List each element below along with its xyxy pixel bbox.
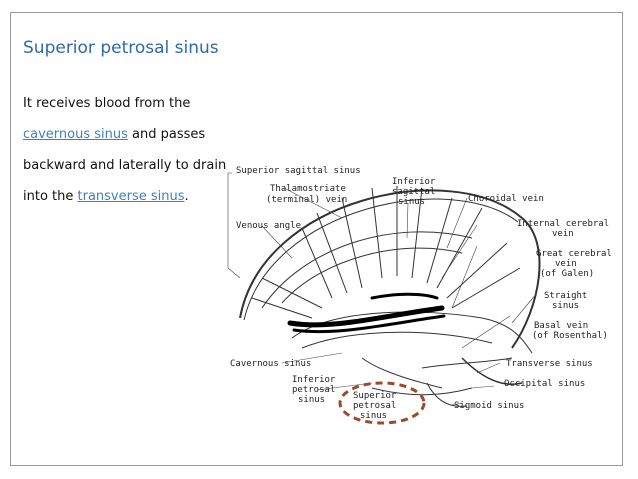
slide-frame <box>10 12 623 466</box>
cavernous-sinus-link[interactable]: cavernous sinus <box>23 127 128 142</box>
label-venous-angle: Venous angle <box>236 221 301 231</box>
label-inferior-sagittal: sinus <box>398 197 425 207</box>
label-superior-petrosal: sinus <box>360 411 387 421</box>
label-sigmoid-sinus: Sigmoid sinus <box>454 401 524 411</box>
label-occipital-sinus: Occipital sinus <box>504 379 585 389</box>
label-great-cerebral: Great cerebral <box>536 249 612 259</box>
label-inferior-sagittal: Inferior <box>392 177 436 187</box>
transverse-sinus-link[interactable]: transverse sinus <box>77 189 185 204</box>
label-straight-sinus: sinus <box>552 301 579 311</box>
body-text-part: and passes backward and laterally to dra… <box>23 127 227 204</box>
label-superior-sagittal-sinus: Superior sagittal sinus <box>236 166 361 176</box>
label-inferior-petrosal: Inferior <box>292 375 336 385</box>
label-internal-cerebral: vein <box>552 229 574 239</box>
label-great-cerebral: (of Galen) <box>540 269 594 279</box>
slide-title: Superior petrosal sinus <box>23 38 219 58</box>
superior-petrosal-highlight <box>338 381 426 425</box>
label-superior-petrosal: Superior <box>353 391 397 401</box>
slide-body-text: It receives blood from the cavernous sin… <box>23 88 233 212</box>
superior-sagittal-sinus-curve <box>239 189 541 349</box>
label-thalamostriate: Thalamostriate <box>270 184 346 194</box>
label-great-cerebral: vein <box>555 259 577 269</box>
body-text-part: . <box>184 189 189 204</box>
label-transverse-sinus: Transverse sinus <box>506 359 593 369</box>
dural-venous-sinus-diagram: Superior sagittal sinus Thalamostriate (… <box>227 166 612 425</box>
label-basal-vein: Basal vein <box>534 321 588 331</box>
label-choroidal-vein: Choroidal vein <box>468 194 544 204</box>
label-inferior-petrosal: petrosal <box>292 385 335 395</box>
label-inferior-sagittal: sagittal <box>392 187 435 197</box>
label-internal-cerebral: Internal cerebral <box>517 219 609 229</box>
body-text-part: It receives blood from the <box>23 96 191 111</box>
label-straight-sinus: Straight <box>544 291 587 301</box>
label-thalamostriate: (terminal) vein <box>266 195 347 205</box>
label-cavernous-sinus: Cavernous sinus <box>230 359 311 369</box>
label-basal-vein: (of Rosenthal) <box>532 331 608 341</box>
label-inferior-petrosal: sinus <box>298 395 325 405</box>
label-superior-petrosal: petrosal <box>353 401 396 411</box>
